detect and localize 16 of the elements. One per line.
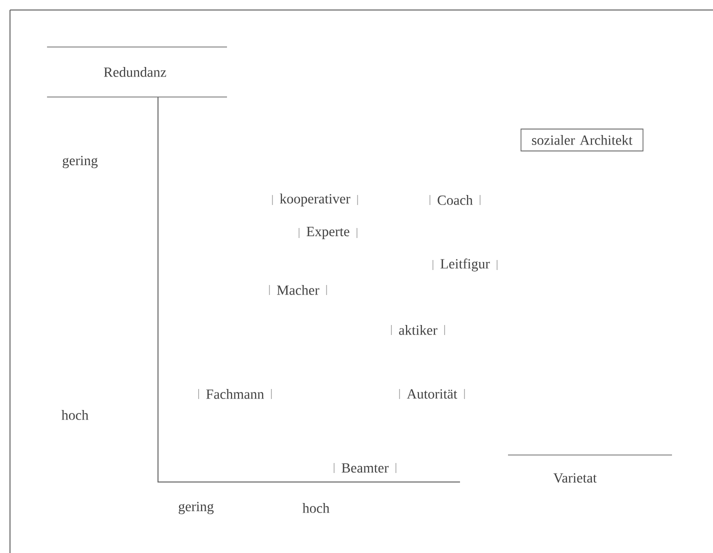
axis-label: hoch	[302, 503, 330, 513]
role-label: Autorität	[399, 388, 465, 400]
role-label: Beamter	[334, 462, 396, 474]
role-box: sozialer Architekt	[520, 128, 644, 152]
role-label: Coach	[430, 194, 480, 206]
role-label: aktiker	[391, 324, 445, 336]
role-label: Fachmann	[198, 388, 272, 400]
axis-label: Varietat	[553, 473, 597, 483]
role-label: kooperativer	[272, 194, 358, 206]
axis-label: gering	[178, 502, 214, 514]
role-label: Experte	[298, 226, 358, 240]
axis-label: gering	[62, 156, 98, 168]
axis-label: Redundanz	[104, 67, 166, 77]
role-label: Macher	[269, 284, 327, 296]
axis-label: hoch	[62, 410, 88, 420]
role-label: Leitfigur	[432, 258, 498, 272]
